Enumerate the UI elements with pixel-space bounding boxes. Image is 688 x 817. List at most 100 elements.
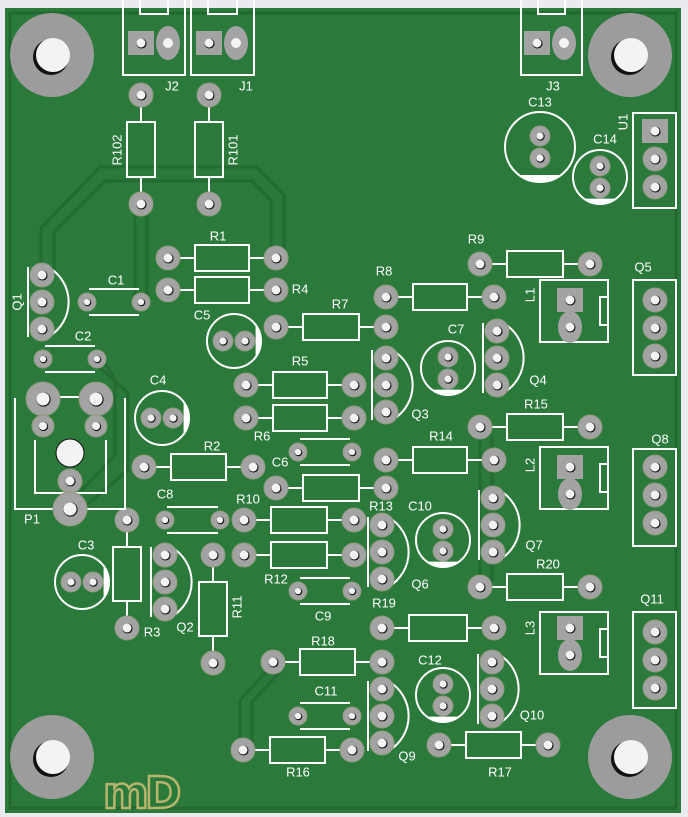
component-c12[interactable]: C12: [415, 652, 471, 723]
component-c8[interactable]: C8: [155, 486, 230, 534]
component-l3[interactable]: L3: [522, 611, 609, 675]
component-r17[interactable]: R17: [426, 731, 561, 779]
drill-hole: [377, 684, 387, 694]
component-j3[interactable]: J3: [520, 0, 583, 93]
component-j2[interactable]: J2: [122, 0, 186, 93]
ref-label-c10: C10: [408, 498, 432, 513]
component-u1[interactable]: U1: [615, 112, 677, 209]
component-r15[interactable]: R15: [467, 396, 603, 441]
component-c6[interactable]: C6: [272, 438, 362, 469]
component-r4[interactable]: R4: [155, 276, 309, 304]
component-q7[interactable]: Q7: [478, 485, 543, 565]
component-c10[interactable]: C10: [408, 498, 471, 568]
resistor-body: [170, 453, 227, 481]
component-c5[interactable]: C5: [194, 307, 262, 369]
component-q1[interactable]: Q1: [9, 262, 70, 342]
component-c4[interactable]: C4: [134, 372, 190, 446]
connector-latch: [139, 0, 169, 15]
component-r16[interactable]: R16: [230, 736, 365, 779]
component-q10[interactable]: Q10: [477, 649, 545, 729]
drill-hole: [268, 657, 278, 667]
resistor-body: [302, 313, 360, 341]
polarity-mark: [431, 389, 465, 396]
component-r18[interactable]: R18: [260, 633, 395, 676]
component-q11[interactable]: Q11: [632, 591, 677, 709]
component-q5[interactable]: Q5: [632, 259, 677, 376]
component-r3[interactable]: R3: [112, 507, 160, 641]
component-c7[interactable]: C7: [420, 321, 476, 396]
drill-hole: [271, 322, 281, 332]
component-r6[interactable]: R6: [233, 404, 367, 443]
component-q9[interactable]: Q9: [367, 676, 416, 763]
component-r1[interactable]: R1: [155, 228, 289, 272]
drill-hole: [565, 295, 575, 305]
component-r11[interactable]: R11: [198, 542, 244, 676]
resistor-body: [408, 614, 468, 642]
component-r19[interactable]: R19: [369, 595, 507, 642]
component-q6[interactable]: Q6: [367, 512, 429, 592]
component-c14[interactable]: C14: [572, 131, 628, 205]
ref-label-r12: R12: [264, 571, 288, 586]
component-c3[interactable]: C3: [54, 537, 110, 610]
drill-hole: [63, 502, 77, 516]
component-p1[interactable]: P1: [14, 381, 126, 527]
drill-hole: [294, 712, 302, 720]
drill-hole: [65, 476, 75, 486]
component-r20[interactable]: R20: [467, 556, 603, 601]
component-r14[interactable]: R14: [373, 428, 507, 474]
drill-hole: [650, 295, 660, 305]
component-j1[interactable]: J1: [190, 0, 255, 93]
component-q2[interactable]: Q2: [150, 542, 194, 634]
ref-label-q2: Q2: [176, 619, 193, 634]
component-r101[interactable]: R101: [194, 82, 240, 217]
component-l1[interactable]: L1: [522, 279, 609, 343]
ref-label-r17: R17: [488, 764, 512, 779]
drill-hole: [216, 516, 224, 524]
component-r102[interactable]: R102: [109, 82, 156, 217]
component-c13[interactable]: C13: [504, 94, 576, 183]
component-c11[interactable]: C11: [288, 683, 362, 730]
drill-hole: [136, 38, 146, 48]
drill-hole: [585, 422, 595, 432]
component-r9[interactable]: R9: [467, 231, 603, 278]
ref-label-c4: C4: [150, 372, 167, 387]
component-r2[interactable]: R2: [131, 438, 266, 481]
component-r12[interactable]: R12: [231, 541, 367, 586]
drill-hole: [492, 380, 502, 390]
ref-label-r10: R10: [236, 491, 260, 506]
component-c2[interactable]: C2: [33, 328, 107, 373]
component-r7[interactable]: R7: [263, 296, 399, 341]
component-q8[interactable]: Q8: [632, 431, 677, 547]
drill-hole: [487, 711, 497, 721]
component-l2[interactable]: L2: [522, 446, 609, 510]
component-r10[interactable]: R10: [231, 491, 367, 534]
ref-label-l2: L2: [522, 458, 537, 472]
drill-hole: [543, 740, 553, 750]
component-q3[interactable]: Q3: [371, 345, 429, 425]
resistor-body: [194, 121, 224, 178]
drill-hole: [349, 380, 359, 390]
drill-hole: [204, 90, 214, 100]
trace: [250, 670, 282, 747]
component-r5[interactable]: R5: [233, 353, 367, 399]
drill-hole: [650, 683, 660, 693]
ref-label-r1: R1: [210, 228, 227, 243]
drill-hole: [614, 740, 648, 774]
component-c9[interactable]: C9: [288, 577, 362, 623]
drill-hole: [381, 455, 391, 465]
component-c1[interactable]: C1: [77, 272, 151, 316]
ref-label-r6: R6: [254, 428, 271, 443]
component-r8[interactable]: R8: [373, 263, 507, 311]
component-q4[interactable]: Q4: [482, 318, 547, 398]
polarity-mark: [426, 561, 460, 567]
ref-label-q10: Q10: [520, 707, 545, 722]
drill-hole: [650, 627, 660, 637]
ref-label-r4: R4: [292, 281, 309, 296]
mounting-hole: [10, 715, 94, 799]
component-r13[interactable]: R13: [263, 474, 399, 513]
ref-label-c14: C14: [593, 131, 617, 146]
drill-hole: [271, 253, 281, 263]
drill-hole: [160, 604, 170, 614]
ref-label-q8: Q8: [651, 431, 668, 446]
drill-hole: [139, 462, 149, 472]
